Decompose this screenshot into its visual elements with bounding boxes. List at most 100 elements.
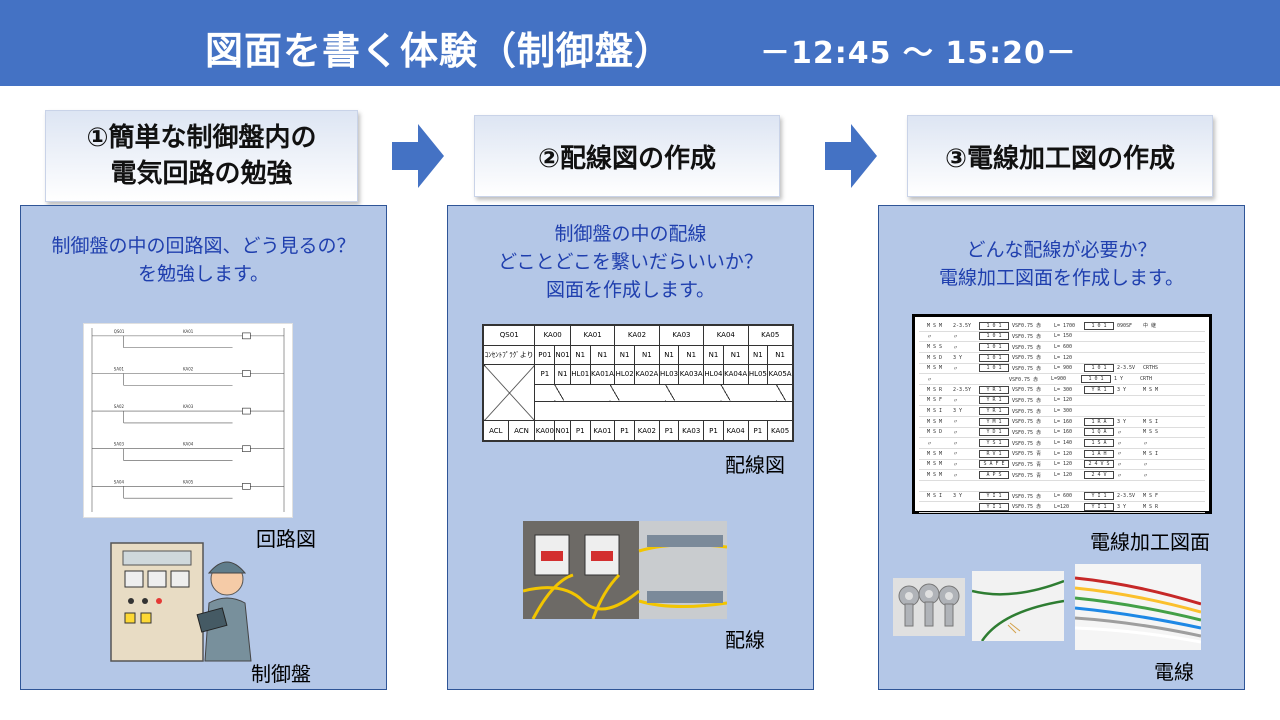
cutlist-cell: M S M [927, 450, 943, 457]
cutlist-cell: L= 140 [1054, 440, 1073, 447]
cutlist-cell: Y M 1 [979, 417, 1009, 426]
cutlist-cell: 〃 [953, 419, 959, 426]
cutlist-cell: 1 0 1 [979, 343, 1009, 352]
wiring-cell: ACL [483, 420, 509, 441]
wiring-cell: HL02 [614, 364, 635, 385]
cutlist-cell: M S D [927, 429, 943, 436]
cutlist-cell: Y S 1 [979, 439, 1009, 448]
wiring-cell: KA05 [747, 325, 794, 346]
wiring-cell: KA00 [534, 420, 556, 441]
cutlist-cell: VSF0.75 赤 [1009, 376, 1039, 383]
wiring-cell: P01 [534, 344, 556, 366]
cutlist-cell: Y I 1 [979, 492, 1009, 501]
wiring-cell: N1 [747, 344, 769, 366]
panel-2-line1: 制御盤の中の配線 [554, 223, 707, 245]
wiring-cell: KA01 [589, 420, 616, 441]
wiring-cell: KA02 [614, 325, 660, 346]
cutlist-cell: M S S [927, 344, 943, 351]
cutlist-cell: L= 120 [1054, 450, 1073, 457]
cutlist-cell: 〃 [953, 333, 959, 340]
wiring-cell: N1 [589, 344, 616, 366]
cutlist-cell: 1 A H [1084, 449, 1114, 458]
cutlist-row [919, 481, 1205, 492]
cutlist-cell: VSF0.75 赤 [1012, 365, 1042, 372]
circuit-label: SA01 [114, 367, 125, 372]
cutlist-cell: M S M [927, 322, 943, 329]
wiring-cell: HL03 [658, 364, 680, 385]
wiring-cell: N1 [554, 364, 571, 385]
cutlist-cell: Y I 1 [1084, 502, 1114, 511]
cutlist-cell: M S F [927, 397, 943, 404]
cutlist-cell: 1 0 1 [979, 332, 1009, 341]
wiring-cell: P1 [747, 420, 769, 441]
green-wire-photo [972, 571, 1064, 641]
cutlist-cell: 中 継 [1143, 323, 1157, 330]
cutlist-cell: 〃 [953, 429, 959, 436]
wiring-cell: N1 [658, 344, 680, 366]
cutlist-cell: VSF0.75 赤 [1012, 397, 1042, 404]
cutlist-cell: 〃 [1143, 461, 1149, 468]
cutlist-cell: VSF0.75 赤 [1012, 333, 1042, 340]
wiring-cell: HL04 [703, 364, 724, 385]
cutlist-cell: 3 Y [953, 354, 963, 361]
control-panel-illustration [110, 542, 252, 662]
wiring-cell: KA03 [658, 325, 705, 346]
panel-3-line1: どんな配線が必要か？ [966, 239, 1157, 261]
wiring-cell: P1 [534, 364, 556, 385]
cutlist-cell: VSF0.75 赤 [1012, 387, 1042, 394]
cutlist-cell: 〃 [1117, 440, 1123, 447]
wiring-cell: KA04 [722, 420, 749, 441]
cutlist-cell: M S R [927, 386, 943, 393]
wiring-cell: P1 [614, 420, 635, 441]
wiring-photo [523, 521, 727, 619]
cutlist-cell: VSF0.75 赤 [1012, 504, 1042, 511]
wiring-cell: ACN [507, 420, 536, 441]
cutlist-cell: 1 0 1 [1084, 321, 1114, 330]
circuit-label: SA03 [114, 442, 125, 447]
panel-1-line2: を勉強します。 [137, 263, 270, 285]
wire-drawing-caption: 電線加工図面 [1090, 530, 1210, 554]
wiring-cell: P1 [703, 420, 724, 441]
wiring-cell: KA03 [678, 420, 705, 441]
cutlist-cell: VSF0.75 赤 [1012, 419, 1042, 426]
cutlist-cell: 3 Y [953, 408, 963, 415]
cutlist-cell: M S I [1143, 450, 1159, 457]
circuit-label: KA01 [183, 329, 194, 334]
cutlist-cell: CRTH [1140, 376, 1153, 383]
wiring-cell: KA04 [703, 325, 749, 346]
panel-2-line2: どことどこを繋いだらいいか？ [498, 251, 763, 273]
cutlist-cell: M S M [927, 472, 943, 479]
step-1-header: ①簡単な制御盤内の 電気回路の勉強 [45, 110, 358, 202]
cutlist-cell: L= 120 [1054, 354, 1073, 361]
wiring-cell: HL01 [569, 364, 591, 385]
cutlist-cell: M S I [927, 408, 943, 415]
cutlist-cell: 〃 [1117, 461, 1123, 468]
wiring-empty-row [534, 400, 793, 422]
session-time: －12:45 ～ 15:20－ [760, 36, 1077, 71]
cutlist-cell: L=900 [1051, 376, 1067, 383]
wiring-cross-cell [482, 364, 536, 422]
circuit-label: KA05 [183, 479, 194, 484]
cutlist-cell: 2 4 V [1084, 471, 1114, 480]
cutlist-cell: VSF0.75 赤 [1012, 429, 1042, 436]
cutlist-cell: M S R [1143, 503, 1159, 510]
cutlist-cell: Y I 1 [979, 502, 1009, 511]
wiring-cell: N1 [569, 344, 591, 366]
cutlist-cell: L= 1700 [1054, 322, 1076, 329]
cutlist-cell: CRTHS [1143, 365, 1159, 372]
panel-caption: 制御盤 [251, 662, 311, 686]
circuit-label: SA04 [114, 479, 125, 484]
cutlist-cell: 1 0 1 [1084, 364, 1114, 373]
cutlist-cell: L= 300 [1054, 386, 1073, 393]
circuit-label: KA03 [183, 404, 194, 409]
wiring-cell: N1 [703, 344, 724, 366]
